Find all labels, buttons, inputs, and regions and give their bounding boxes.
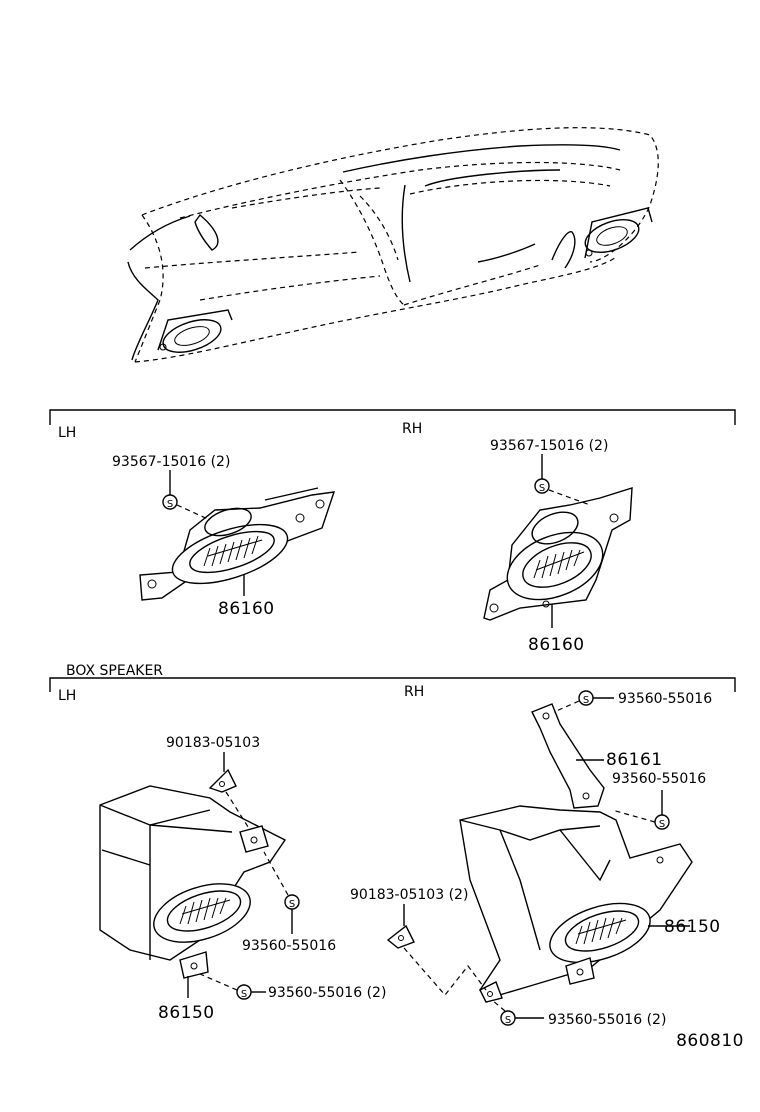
dashboard-illustration — [127, 127, 659, 363]
box-lh-screw2-leader-dash — [199, 973, 238, 991]
front-lh-grille-icon — [203, 535, 263, 567]
svg-text:S: S — [539, 483, 545, 494]
front-speaker-section-frame — [49, 409, 736, 425]
front-rh-screw-icon: S — [534, 478, 550, 494]
box-lh-grille-icon — [179, 897, 231, 925]
front-lh-screw-icon: S — [162, 494, 178, 510]
box-lh-screw2-icon: S — [236, 984, 252, 1000]
svg-text:S: S — [289, 899, 295, 910]
box-lh-speaker-callout: 86150 — [158, 1003, 215, 1023]
box-rh-grille-icon — [575, 917, 627, 945]
box-rh-screw-bot-callout: 93560-55016 (2) — [548, 1012, 666, 1028]
dash-speaker-right-icon — [551, 207, 653, 269]
front-rh-speaker-callout: 86160 — [528, 635, 585, 655]
box-lh-screw-icon: S — [284, 894, 300, 910]
box-lh-speaker-illustration — [99, 785, 287, 979]
box-lh-label: LH — [58, 688, 76, 704]
box-lh-screw-callout: 93560-55016 — [242, 938, 336, 954]
front-rh-screw-callout: 93567-15016 (2) — [490, 438, 608, 454]
box-speaker-section-frame — [49, 677, 736, 692]
box-rh-nut-icon — [386, 924, 415, 949]
box-lh-nut-leader-dash — [225, 791, 251, 831]
box-rh-speaker-callout: 86150 — [664, 917, 721, 937]
svg-text:S: S — [659, 819, 665, 830]
box-rh-screw-bot-leader-dash — [491, 999, 506, 1012]
box-lh-nut-callout: 90183-05103 — [166, 735, 260, 751]
front-lh-speaker-illustration — [139, 487, 336, 601]
box-rh-screw-mid-leader-dash — [611, 809, 656, 823]
box-rh-screw-top-callout: 93560-55016 — [618, 691, 712, 707]
front-rh-label: RH — [402, 421, 422, 437]
front-lh-label: LH — [58, 425, 76, 441]
box-speaker-title: BOX SPEAKER — [66, 663, 163, 679]
figure-number: 860810 — [676, 1031, 744, 1051]
box-rh-label: RH — [404, 684, 424, 700]
front-rh-speaker-illustration — [483, 487, 633, 621]
svg-text:S: S — [583, 695, 589, 706]
box-lh-nut-icon — [208, 768, 237, 793]
box-lh-screw2-callout: 93560-55016 (2) — [268, 985, 386, 1001]
box-rh-screw-top-icon: S — [578, 690, 594, 706]
box-rh-bracket-callout: 86161 — [606, 750, 663, 770]
front-rh-grille-icon — [533, 549, 585, 579]
box-rh-screw-mid-icon: S — [654, 814, 670, 830]
front-lh-screw-callout: 93567-15016 (2) — [112, 454, 230, 470]
box-rh-bracket-illustration — [531, 703, 605, 809]
dash-speaker-left-icon — [157, 309, 233, 353]
svg-text:S: S — [167, 499, 173, 510]
svg-text:S: S — [241, 989, 247, 1000]
box-rh-screw-top-leader-dash — [553, 700, 580, 713]
front-lh-speaker-callout: 86160 — [218, 599, 275, 619]
box-rh-nut-callout: 90183-05103 (2) — [350, 887, 468, 903]
box-rh-screw-mid-callout: 93560-55016 — [612, 771, 706, 787]
box-rh-nut-leader-dash — [403, 947, 487, 996]
svg-text:S: S — [505, 1015, 511, 1026]
front-lh-screw-leader — [176, 504, 211, 521]
front-rh-screw-leader — [548, 489, 591, 506]
box-rh-speaker-illustration — [459, 805, 693, 1003]
box-rh-screw-bot-icon: S — [500, 1010, 516, 1026]
